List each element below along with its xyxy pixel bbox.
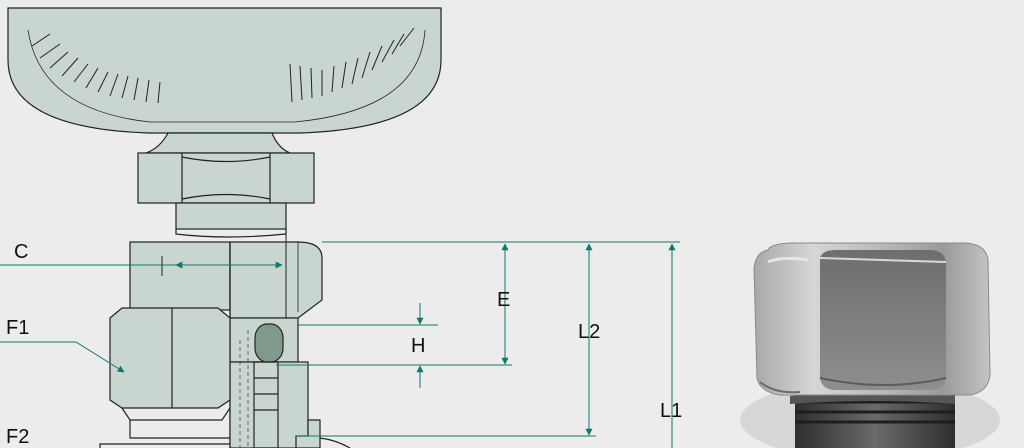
- lower-hex-f1: [99, 307, 231, 448]
- stem-ball: [254, 323, 284, 363]
- dimension-lines: [0, 241, 680, 448]
- upper-hex-nut: [137, 132, 315, 238]
- label-c: C: [14, 241, 28, 263]
- fitting-photo: [740, 242, 1000, 448]
- gauge-scale-ticks: [31, 27, 415, 104]
- label-e: E: [497, 289, 510, 311]
- gauge-dial: [7, 7, 442, 134]
- label-l1: L1: [660, 400, 682, 422]
- dimension-f1-leader: [0, 341, 125, 373]
- label-h: H: [411, 335, 425, 357]
- label-f1: F1: [6, 317, 29, 339]
- label-l2: L2: [578, 321, 600, 343]
- label-f2: F2: [6, 426, 29, 448]
